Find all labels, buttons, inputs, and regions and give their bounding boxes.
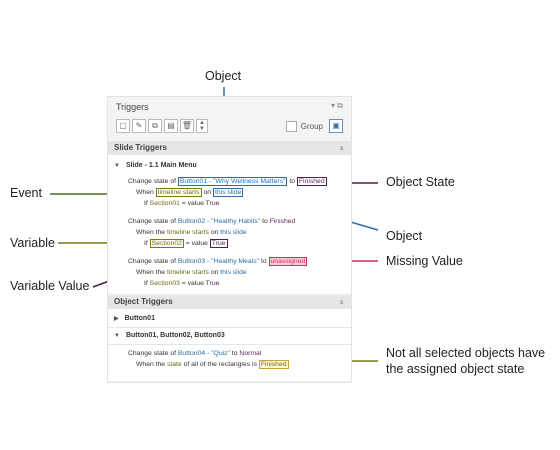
value-link[interactable]: True	[209, 239, 228, 248]
to-text: to	[262, 218, 268, 225]
group-label: Group	[300, 122, 323, 131]
when-text: When the	[136, 361, 166, 368]
object-trigger-action[interactable]: Change state of Button04 - "Quiz" to Nor…	[128, 349, 261, 358]
expand-arrow-icon[interactable]: ▶	[114, 316, 119, 322]
trigger-2-if[interactable]: If Section02 = value True	[144, 239, 228, 248]
new-trigger-icon[interactable]: ▢	[116, 119, 130, 133]
expand-arrow-icon[interactable]: ▼	[114, 333, 120, 339]
edit-trigger-icon[interactable]: ✎	[132, 119, 146, 133]
paste-trigger-icon[interactable]: ▤	[164, 119, 178, 133]
of-all-text: of all of the rectangles is	[183, 361, 257, 368]
event-link[interactable]: timeline starts	[166, 229, 209, 236]
slide-name: Slide - 1.1 Main Menu	[125, 162, 197, 169]
eq-text: = value	[185, 240, 208, 247]
group-checkbox[interactable]	[285, 121, 297, 132]
trigger-2-when[interactable]: When the timeline starts on this slide	[136, 228, 247, 237]
callout-missing-value: Missing Value	[386, 254, 463, 268]
trigger-3-action[interactable]: Change state of Button03 - "Healthy Meal…	[128, 257, 308, 266]
value-link[interactable]: Finished	[258, 360, 289, 369]
state-link[interactable]: Finished	[296, 177, 327, 186]
callout-object-state: Object State	[386, 175, 455, 189]
value-link[interactable]: True	[205, 280, 220, 287]
on-text: on	[210, 229, 219, 236]
eq-text: = value	[181, 280, 204, 287]
when-text: When the	[136, 229, 166, 236]
event-link[interactable]: timeline starts	[166, 269, 209, 276]
when-text: When	[136, 189, 154, 196]
trigger-3-if[interactable]: If Section03 = value True	[144, 279, 219, 288]
divider	[108, 344, 351, 345]
state-link[interactable]: Finished	[269, 218, 296, 225]
callout-object-top: Object	[205, 69, 242, 83]
expand-arrow-icon[interactable]: ▼	[114, 163, 120, 169]
divider	[108, 327, 351, 328]
if-text: If	[144, 200, 148, 207]
event-link[interactable]: timeline starts	[155, 188, 202, 197]
variable-link[interactable]: Section02	[149, 239, 184, 248]
when-text: When the	[136, 269, 166, 276]
object-link[interactable]: Button03 - "Healthy Meals"	[177, 258, 260, 265]
callout-variable: Variable	[10, 236, 55, 250]
group-toggle[interactable]: Group	[285, 121, 323, 132]
trigger-1-when[interactable]: When timeline starts on this slide	[136, 188, 244, 197]
trigger-3-when[interactable]: When the timeline starts on this slide	[136, 268, 247, 277]
triggers-panel: Triggers ▾ ⧉ ▢ ✎ ⧉ ▤ 🗑 ▲▼ Group ▣ Slide …	[107, 96, 352, 383]
object-triggers-list: ▶Button01 ▼Button01, Button02, Button03 …	[108, 309, 351, 381]
trigger-2-action[interactable]: Change state of Button02 - "Healthy Habi…	[128, 217, 295, 226]
triggers-toolbar: ▢ ✎ ⧉ ▤ 🗑 ▲▼	[116, 119, 208, 134]
eq-text: = value	[181, 200, 204, 207]
to-text: to	[260, 258, 267, 265]
trigger-1-if[interactable]: If Section01 = value True	[144, 199, 219, 208]
collapse-section-icon[interactable]: ⌅	[338, 297, 345, 306]
to-text: to	[231, 350, 238, 357]
callout-not-all: Not all selected objects have the assign…	[386, 346, 546, 376]
target-link[interactable]: this slide	[220, 269, 247, 276]
object-item-label: Button01	[124, 315, 155, 322]
slide-triggers-header-label: Slide Triggers	[114, 143, 167, 152]
panel-title: Triggers	[116, 102, 149, 112]
on-text: on	[203, 189, 212, 196]
object-link[interactable]: Button04 - "Quiz"	[177, 350, 230, 357]
slide-row[interactable]: ▼ Slide - 1.1 Main Menu	[114, 161, 197, 171]
callout-object-mid: Object	[386, 229, 423, 243]
trigger-1-action[interactable]: Change state of Button01 - "Why Wellness…	[128, 177, 327, 186]
state-link-unassigned[interactable]: unassigned	[268, 257, 308, 266]
object-item-2[interactable]: ▼ Button01, Button02, Button03	[114, 331, 225, 341]
object-trigger-when[interactable]: When the state of all of the rectangles …	[136, 360, 289, 369]
slide-triggers-list: ▼ Slide - 1.1 Main Menu Change state of B…	[108, 155, 351, 293]
delete-trigger-icon[interactable]: 🗑	[180, 119, 194, 133]
action-text: Change state of	[128, 178, 176, 185]
value-link[interactable]: True	[205, 200, 220, 207]
object-link[interactable]: Button01 - "Why Wellness Matters"	[177, 177, 288, 186]
if-text: If	[144, 280, 148, 287]
on-text: on	[210, 269, 219, 276]
object-item-1[interactable]: ▶ Button01	[114, 314, 155, 324]
object-item-label: Button01, Button02, Button03	[125, 332, 225, 339]
if-text: If	[144, 240, 148, 247]
object-triggers-header[interactable]: Object Triggers ⌅	[108, 295, 351, 309]
object-link[interactable]: Button02 - "Healthy Habits"	[177, 218, 261, 225]
variable-link[interactable]: Section01	[149, 200, 180, 207]
to-text: to	[289, 178, 296, 185]
collapse-icon[interactable]: ▾	[331, 101, 336, 110]
target-link[interactable]: this slide	[220, 229, 247, 236]
move-trigger-stepper[interactable]: ▲▼	[196, 119, 208, 133]
group-settings-icon[interactable]: ▣	[329, 119, 343, 133]
event-link[interactable]: state	[166, 361, 182, 368]
callout-event: Event	[10, 186, 42, 200]
slide-triggers-header[interactable]: Slide Triggers ⌅	[108, 141, 351, 155]
variable-link[interactable]: Section03	[149, 280, 180, 287]
callout-variable-value: Variable Value	[10, 279, 90, 293]
copy-trigger-icon[interactable]: ⧉	[148, 119, 162, 133]
popout-icon[interactable]: ⧉	[337, 101, 343, 110]
state-link[interactable]: Normal	[239, 350, 262, 357]
object-triggers-header-label: Object Triggers	[114, 297, 173, 306]
collapse-section-icon[interactable]: ⌅	[338, 143, 345, 152]
action-text: Change state of	[128, 258, 176, 265]
action-text: Change state of	[128, 350, 176, 357]
target-link[interactable]: this slide	[212, 188, 244, 197]
panel-controls[interactable]: ▾ ⧉	[331, 101, 343, 111]
action-text: Change state of	[128, 218, 176, 225]
